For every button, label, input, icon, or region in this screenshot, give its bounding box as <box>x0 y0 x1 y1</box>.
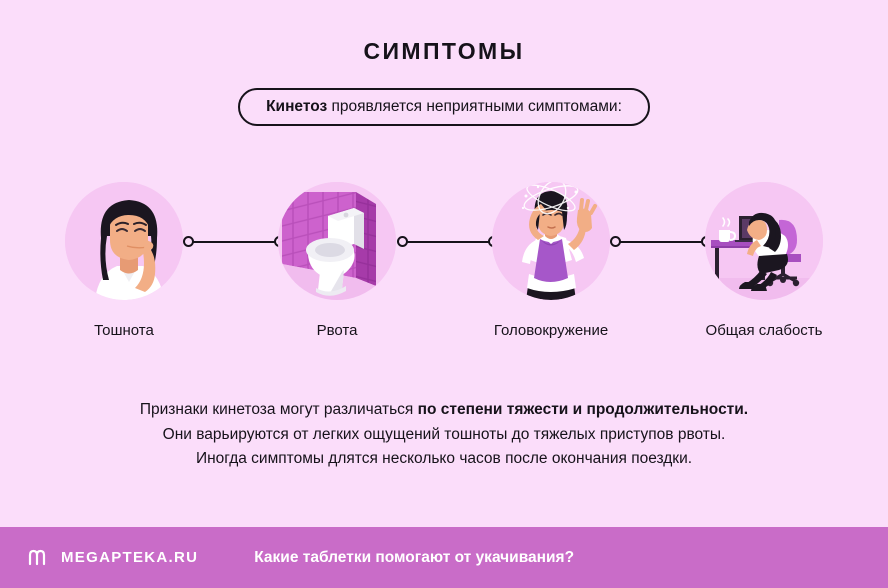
connector-dot <box>397 236 408 247</box>
exhausted-woman-at-desk-icon <box>705 182 823 300</box>
connector-line-3 <box>617 241 707 243</box>
symptom-node-dizziness <box>492 182 610 300</box>
banner-text: проявляется неприятными симптомами: <box>327 98 622 115</box>
body-line-2: Они варьируются от легких ощущений тошно… <box>162 425 726 443</box>
connector-line-2 <box>404 241 494 243</box>
body-line-1-plain: Признаки кинетоза могут различаться <box>139 401 418 418</box>
symptom-icon-row <box>0 182 888 302</box>
symptom-label-nausea: Тошнота <box>94 322 154 339</box>
footer-caption: Какие таблетки помогают от укачивания? <box>254 548 575 566</box>
toilet-icon <box>278 182 396 300</box>
symptom-label-dizziness: Головокружение <box>493 322 609 339</box>
banner-row: Кинетоз проявляется неприятными симптома… <box>0 88 888 127</box>
body-line-1-bold: по степени тяжести и продолжительности. <box>417 401 749 418</box>
connector-dot <box>610 236 621 247</box>
footer-bar: MEGAPTEKA.RU Какие таблетки помогают от … <box>0 527 888 588</box>
body-paragraph: Признаки кинетоза могут различаться по с… <box>0 398 888 472</box>
brand-name: MEGAPTEKA.RU <box>61 549 199 566</box>
dizzy-woman-icon <box>492 182 610 300</box>
page-title: СИМПТОМЫ <box>363 38 525 64</box>
body-line-3: Иногда симптомы длятся несколько часов п… <box>195 450 693 467</box>
body-line-1: Признаки кинетоза могут различаться по с… <box>0 398 888 423</box>
megapteka-m-logo-icon <box>28 549 46 565</box>
symptom-label-weakness: Общая слабость <box>705 322 823 339</box>
brand-logo[interactable]: MEGAPTEKA.RU <box>24 545 198 571</box>
symptom-label-vomiting: Рвота <box>316 322 358 339</box>
banner-keyword: Кинетоз <box>266 98 328 115</box>
intro-banner: Кинетоз проявляется неприятными симптома… <box>238 88 650 127</box>
symptom-labels: Тошнота Рвота Головокружение Общая слабо… <box>0 322 888 346</box>
nauseous-woman-icon <box>65 182 183 300</box>
symptom-node-weakness <box>705 182 823 300</box>
connector-line-1 <box>190 241 280 243</box>
symptom-node-nausea <box>65 182 183 300</box>
connector-dot <box>183 236 194 247</box>
symptom-node-vomiting <box>278 182 396 300</box>
